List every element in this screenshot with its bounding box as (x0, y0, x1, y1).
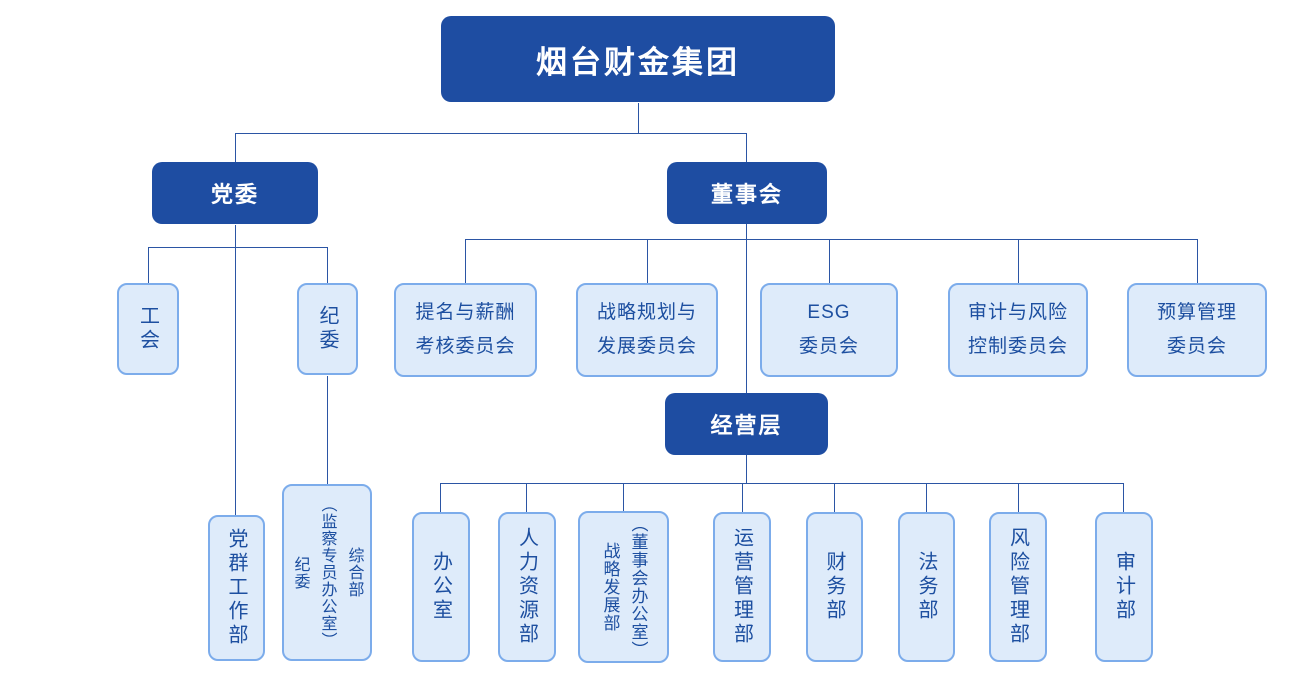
nomination-compensation-committee-label: 提名与薪酬 考核委员会 (415, 302, 516, 357)
connector-party-trunk (235, 225, 236, 515)
node-nomination-compensation-committee: 提名与薪酬 考核委员会 (394, 283, 537, 377)
party-committee-label: 党委 (210, 182, 259, 207)
party-mass-work-dept-label: 党群工作部 (225, 528, 247, 648)
dept-human-resources-label: 人力资源部 (515, 527, 538, 647)
connector-department-drop (834, 483, 835, 512)
connector-discipline-to-general-dept (327, 376, 328, 484)
node-dept-strategy-development: （董事会办公室） 战略发展部 (578, 511, 669, 663)
connector-department-drop (623, 483, 624, 512)
dept-operations-management-label: 运营管理部 (730, 527, 753, 647)
node-group-title: 烟台财金集团 (441, 16, 835, 102)
connector-discipline-drop (327, 247, 328, 283)
connector-committee-drop (647, 239, 648, 283)
connector-party-drop (235, 133, 236, 163)
dept-audit-label: 审计部 (1112, 551, 1135, 623)
general-dept-label: 综合部 （监察专员办公室） 纪委 (291, 496, 363, 649)
node-audit-risk-committee: 审计与风险 控制委员会 (948, 283, 1088, 377)
connector-department-drop (1123, 483, 1124, 512)
node-dept-operations-management: 运营管理部 (713, 512, 771, 662)
dept-legal-label: 法务部 (915, 551, 937, 623)
node-strategic-planning-committee: 战略规划与 发展委员会 (576, 283, 718, 377)
connector-committees-splitter (465, 239, 1197, 240)
connector-department-drop (526, 483, 527, 512)
connector-board-trunk (746, 224, 747, 393)
connector-committee-drop (1197, 239, 1198, 283)
node-labor-union: 工会 (117, 283, 179, 375)
node-dept-human-resources: 人力资源部 (498, 512, 556, 662)
node-party-committee: 党委 (152, 162, 318, 224)
node-general-dept: 综合部 （监察专员办公室） 纪委 (282, 484, 372, 661)
connector-root-splitter (235, 133, 746, 134)
group-title-label: 烟台财金集团 (536, 44, 740, 80)
budget-committee-label: 预算管理 委员会 (1156, 302, 1237, 357)
node-board-of-directors: 董事会 (667, 162, 827, 224)
connector-committee-drop (829, 239, 830, 283)
node-discipline-committee: 纪委 (297, 283, 358, 375)
connector-committee-drop (1018, 239, 1019, 283)
connector-management-drop (746, 455, 747, 483)
esg-committee-label: ESG 委员会 (798, 302, 859, 357)
node-dept-office: 办公室 (412, 512, 470, 662)
dept-strategy-development-label: （董事会办公室） 战略发展部 (600, 515, 648, 659)
connector-department-drop (1018, 483, 1019, 512)
node-dept-audit: 审计部 (1095, 512, 1153, 662)
node-dept-finance: 财务部 (806, 512, 863, 662)
connector-department-drop (440, 483, 441, 512)
dept-finance-label: 财务部 (823, 551, 845, 623)
board-label: 董事会 (710, 182, 783, 207)
node-budget-committee: 预算管理 委员会 (1127, 283, 1267, 377)
discipline-committee-label: 纪委 (316, 305, 338, 353)
connector-root-drop (638, 103, 639, 133)
node-management-level: 经营层 (665, 393, 828, 455)
dept-risk-management-label: 风险管理部 (1006, 527, 1029, 647)
node-dept-legal: 法务部 (898, 512, 955, 662)
management-label: 经营层 (710, 413, 783, 438)
audit-risk-committee-label: 审计与风险 控制委员会 (967, 302, 1068, 357)
connector-board-drop (746, 133, 747, 162)
connector-party-splitter (148, 247, 327, 248)
node-dept-risk-management: 风险管理部 (989, 512, 1047, 662)
connector-departments-splitter (440, 483, 1123, 484)
node-esg-committee: ESG 委员会 (760, 283, 898, 377)
connector-committee-drop (465, 239, 466, 283)
labor-union-label: 工会 (136, 305, 159, 353)
connector-union-drop (148, 247, 149, 283)
dept-office-label: 办公室 (429, 551, 452, 623)
connector-department-drop (742, 483, 743, 512)
node-party-mass-work-dept: 党群工作部 (208, 515, 265, 661)
connector-department-drop (926, 483, 927, 512)
strategic-planning-committee-label: 战略规划与 发展委员会 (596, 302, 697, 357)
